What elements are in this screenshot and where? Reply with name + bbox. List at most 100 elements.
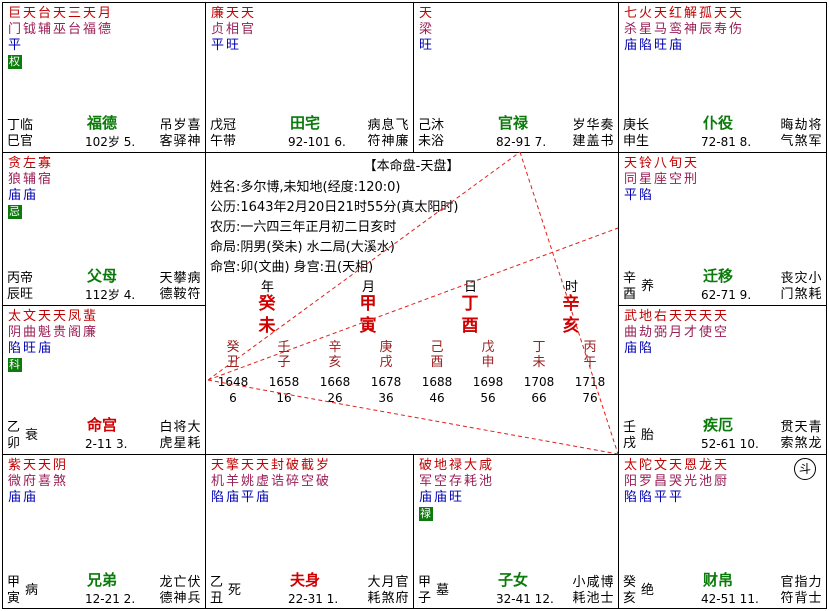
star-column: 破碎	[285, 458, 300, 506]
stem-branch-stage: 甲寅	[7, 575, 37, 607]
star-column: 天同平	[623, 156, 638, 204]
star-char: 辅	[22, 172, 36, 187]
star-char: 辅	[37, 22, 51, 37]
star-brightness: 旺	[225, 38, 239, 53]
star-column: 左辅庙	[22, 156, 37, 219]
decade-zhi: 申	[481, 355, 495, 370]
star-brightness: 平	[653, 490, 667, 505]
star-column: 天机陷	[210, 458, 225, 506]
star-column: 解神	[683, 6, 698, 54]
decade-range: 112岁 4.	[85, 288, 136, 302]
star-char: 伤	[728, 22, 742, 37]
stem-branch-stage: 丙帝辰旺	[7, 271, 37, 303]
grid-v2-bottom	[413, 454, 414, 609]
star-column: 天喜	[37, 458, 52, 506]
god-column: 飞廉	[395, 118, 409, 150]
star-char: 廉	[210, 6, 224, 21]
star-char: 天	[668, 309, 682, 324]
info-line: 农历:一六四三年正月初二日亥时	[210, 220, 397, 235]
god-char: 息	[381, 118, 395, 133]
star-char: 阴	[52, 458, 66, 473]
decade-zhi: 酉	[430, 355, 444, 370]
stage-row: 未浴	[418, 134, 445, 149]
god-char: 士	[600, 591, 614, 606]
star-char: 才	[683, 325, 697, 340]
stem-branch-stage: 丁临巳官	[7, 118, 37, 150]
palace-name: 福德	[87, 114, 118, 132]
god-list: 丧门灾煞小耗	[780, 271, 822, 303]
decade-age: 56	[480, 391, 496, 405]
palace-name: 迁移	[703, 267, 734, 285]
star-column: 火星陷	[638, 6, 653, 54]
god-char: 天	[159, 271, 173, 286]
god-list: 岁建华盖奏书	[572, 118, 614, 150]
god-char: 耗	[572, 591, 586, 606]
star-char: 天	[37, 309, 51, 324]
bazi-pillar: 甲寅	[358, 293, 378, 337]
star-brightness: 庙	[668, 38, 682, 53]
star-char: 大	[463, 458, 477, 473]
star-column: 天相旺	[225, 6, 240, 54]
god-column: 月煞	[381, 575, 395, 607]
decade-gan: 戊	[481, 340, 495, 355]
pillar-label: 时	[565, 280, 579, 295]
star-char: 德	[97, 22, 111, 37]
star-list: 贪狼庙忌左辅庙寡宿	[7, 156, 52, 219]
star-char: 宿	[37, 172, 51, 187]
star-char: 天	[668, 458, 682, 473]
god-char: 病	[367, 118, 381, 133]
god-column: 贯索	[780, 420, 794, 452]
star-char: 陀	[638, 458, 652, 473]
star-char: 左	[22, 156, 36, 171]
star-column: 右弼	[653, 309, 668, 357]
star-char: 弼	[653, 325, 667, 340]
star-column: 天伤	[728, 6, 743, 54]
star-char: 劫	[638, 325, 652, 340]
star-column: 天魁庙	[37, 309, 52, 372]
star-char: 福	[82, 22, 96, 37]
star-column: 天才	[683, 309, 698, 357]
god-char: 龙	[159, 575, 173, 590]
stem-branch-stage: 癸亥	[623, 575, 653, 607]
star-char: 天	[698, 309, 712, 324]
decade-year: 1708	[523, 375, 555, 389]
star-column: 天贵	[52, 309, 67, 372]
star-char: 天	[623, 156, 637, 171]
star-list: 太阴陷科文曲旺天魁庙天贵凤阁蜚廉	[7, 309, 97, 372]
decade-age: 26	[327, 391, 343, 405]
god-char: 符	[187, 287, 201, 302]
stage-row: 壬	[623, 420, 637, 435]
star-column: 三台	[67, 6, 82, 69]
star-char: 曲	[22, 325, 36, 340]
stem-branch-stage: 甲子	[418, 575, 448, 607]
god-column: 指背	[794, 575, 808, 607]
decade-year: 1688	[421, 375, 453, 389]
decade-age: 36	[378, 391, 394, 405]
star-char: 耗	[463, 474, 477, 489]
star-char: 禄	[448, 458, 462, 473]
decade-gan: 癸	[226, 340, 240, 355]
god-column: 亡神	[173, 575, 187, 607]
star-char: 羊	[225, 474, 239, 489]
god-char: 背	[794, 591, 808, 606]
star-char: 梁	[418, 22, 432, 37]
god-column: 华盖	[586, 118, 600, 150]
god-char: 丧	[780, 271, 794, 286]
star-char: 截	[300, 458, 314, 473]
god-char: 天	[794, 420, 808, 435]
star-column: 台辅	[37, 6, 52, 69]
bazi-pillar: 丁酉	[460, 293, 480, 337]
star-brightness: 旺	[653, 38, 667, 53]
